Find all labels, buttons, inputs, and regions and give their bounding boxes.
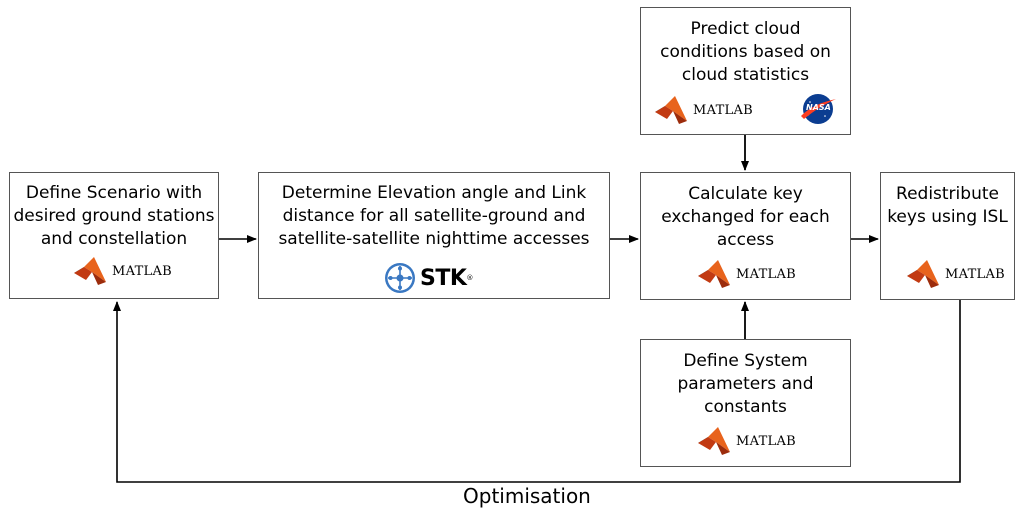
- define-system-box: Define System parameters and constants M…: [640, 339, 851, 467]
- matlab-logo-text: MATLAB: [112, 263, 173, 279]
- predict-cloud-line-3: cloud statistics: [681, 65, 810, 85]
- nasa-logo: NASA: [799, 92, 837, 126]
- calculate-key-line-2: exchanged for each: [661, 207, 830, 227]
- matlab-logo-text: MATLAB: [736, 266, 797, 282]
- calculate-key-box: Calculate key exchanged for each access …: [640, 172, 851, 300]
- matlab-membrane-icon: [698, 427, 730, 455]
- matlab-logo: MATLAB: [905, 259, 1005, 289]
- define-scenario-line-2: desired ground stations: [13, 206, 215, 226]
- matlab-membrane-icon: [698, 260, 730, 288]
- determine-elevation-line-3: satellite-satellite nighttime accesses: [278, 229, 590, 249]
- optimisation-feedback-loop: [113, 300, 961, 483]
- matlab-logo: MATLAB: [72, 256, 172, 286]
- matlab-logo-text: MATLAB: [945, 266, 1006, 282]
- redistribute-line-1: Redistribute: [896, 184, 999, 204]
- define-system-line-2: parameters and: [677, 374, 814, 394]
- matlab-logo: MATLAB: [696, 426, 796, 456]
- define-system-line-1: Define System: [683, 351, 808, 371]
- nasa-meatball-icon: [801, 94, 836, 124]
- determine-elevation-line-1: Determine Elevation angle and Link: [281, 183, 587, 203]
- matlab-membrane-icon: [655, 96, 687, 124]
- define-system-line-3: constants: [704, 397, 787, 417]
- predict-cloud-line-1: Predict cloud: [690, 19, 801, 39]
- define-scenario-line-1: Define Scenario with: [25, 183, 203, 203]
- redistribute-line-2: keys using ISL: [887, 207, 1008, 227]
- determine-elevation-box: Determine Elevation angle and Link dista…: [258, 172, 610, 299]
- define-scenario-box: Define Scenario with desired ground stat…: [9, 172, 219, 299]
- predict-cloud-line-2: conditions based on: [660, 42, 831, 62]
- predict-cloud-box: Predict cloud conditions based on cloud …: [640, 7, 851, 135]
- calculate-key-line-3: access: [716, 230, 775, 250]
- stk-network-icon: [385, 263, 415, 293]
- matlab-membrane-icon: [74, 257, 106, 285]
- matlab-logo: MATLAB: [653, 95, 753, 125]
- matlab-membrane-icon: [907, 260, 939, 288]
- matlab-logo-text: MATLAB: [736, 433, 797, 449]
- matlab-logo-text: MATLAB: [693, 102, 754, 118]
- calculate-key-line-1: Calculate key: [688, 184, 803, 204]
- registered-mark: ®: [466, 274, 474, 282]
- nasa-logo-text: NASA: [806, 103, 831, 112]
- stk-logo-text: STK: [420, 265, 467, 291]
- stk-logo: STK®: [383, 261, 473, 295]
- redistribute-box: Redistribute keys using ISL MATLAB: [880, 172, 1015, 300]
- determine-elevation-line-2: distance for all satellite-ground and: [282, 206, 586, 226]
- define-scenario-line-3: and constellation: [40, 229, 188, 249]
- matlab-logo: MATLAB: [696, 259, 796, 289]
- optimisation-label: Optimisation: [463, 484, 591, 508]
